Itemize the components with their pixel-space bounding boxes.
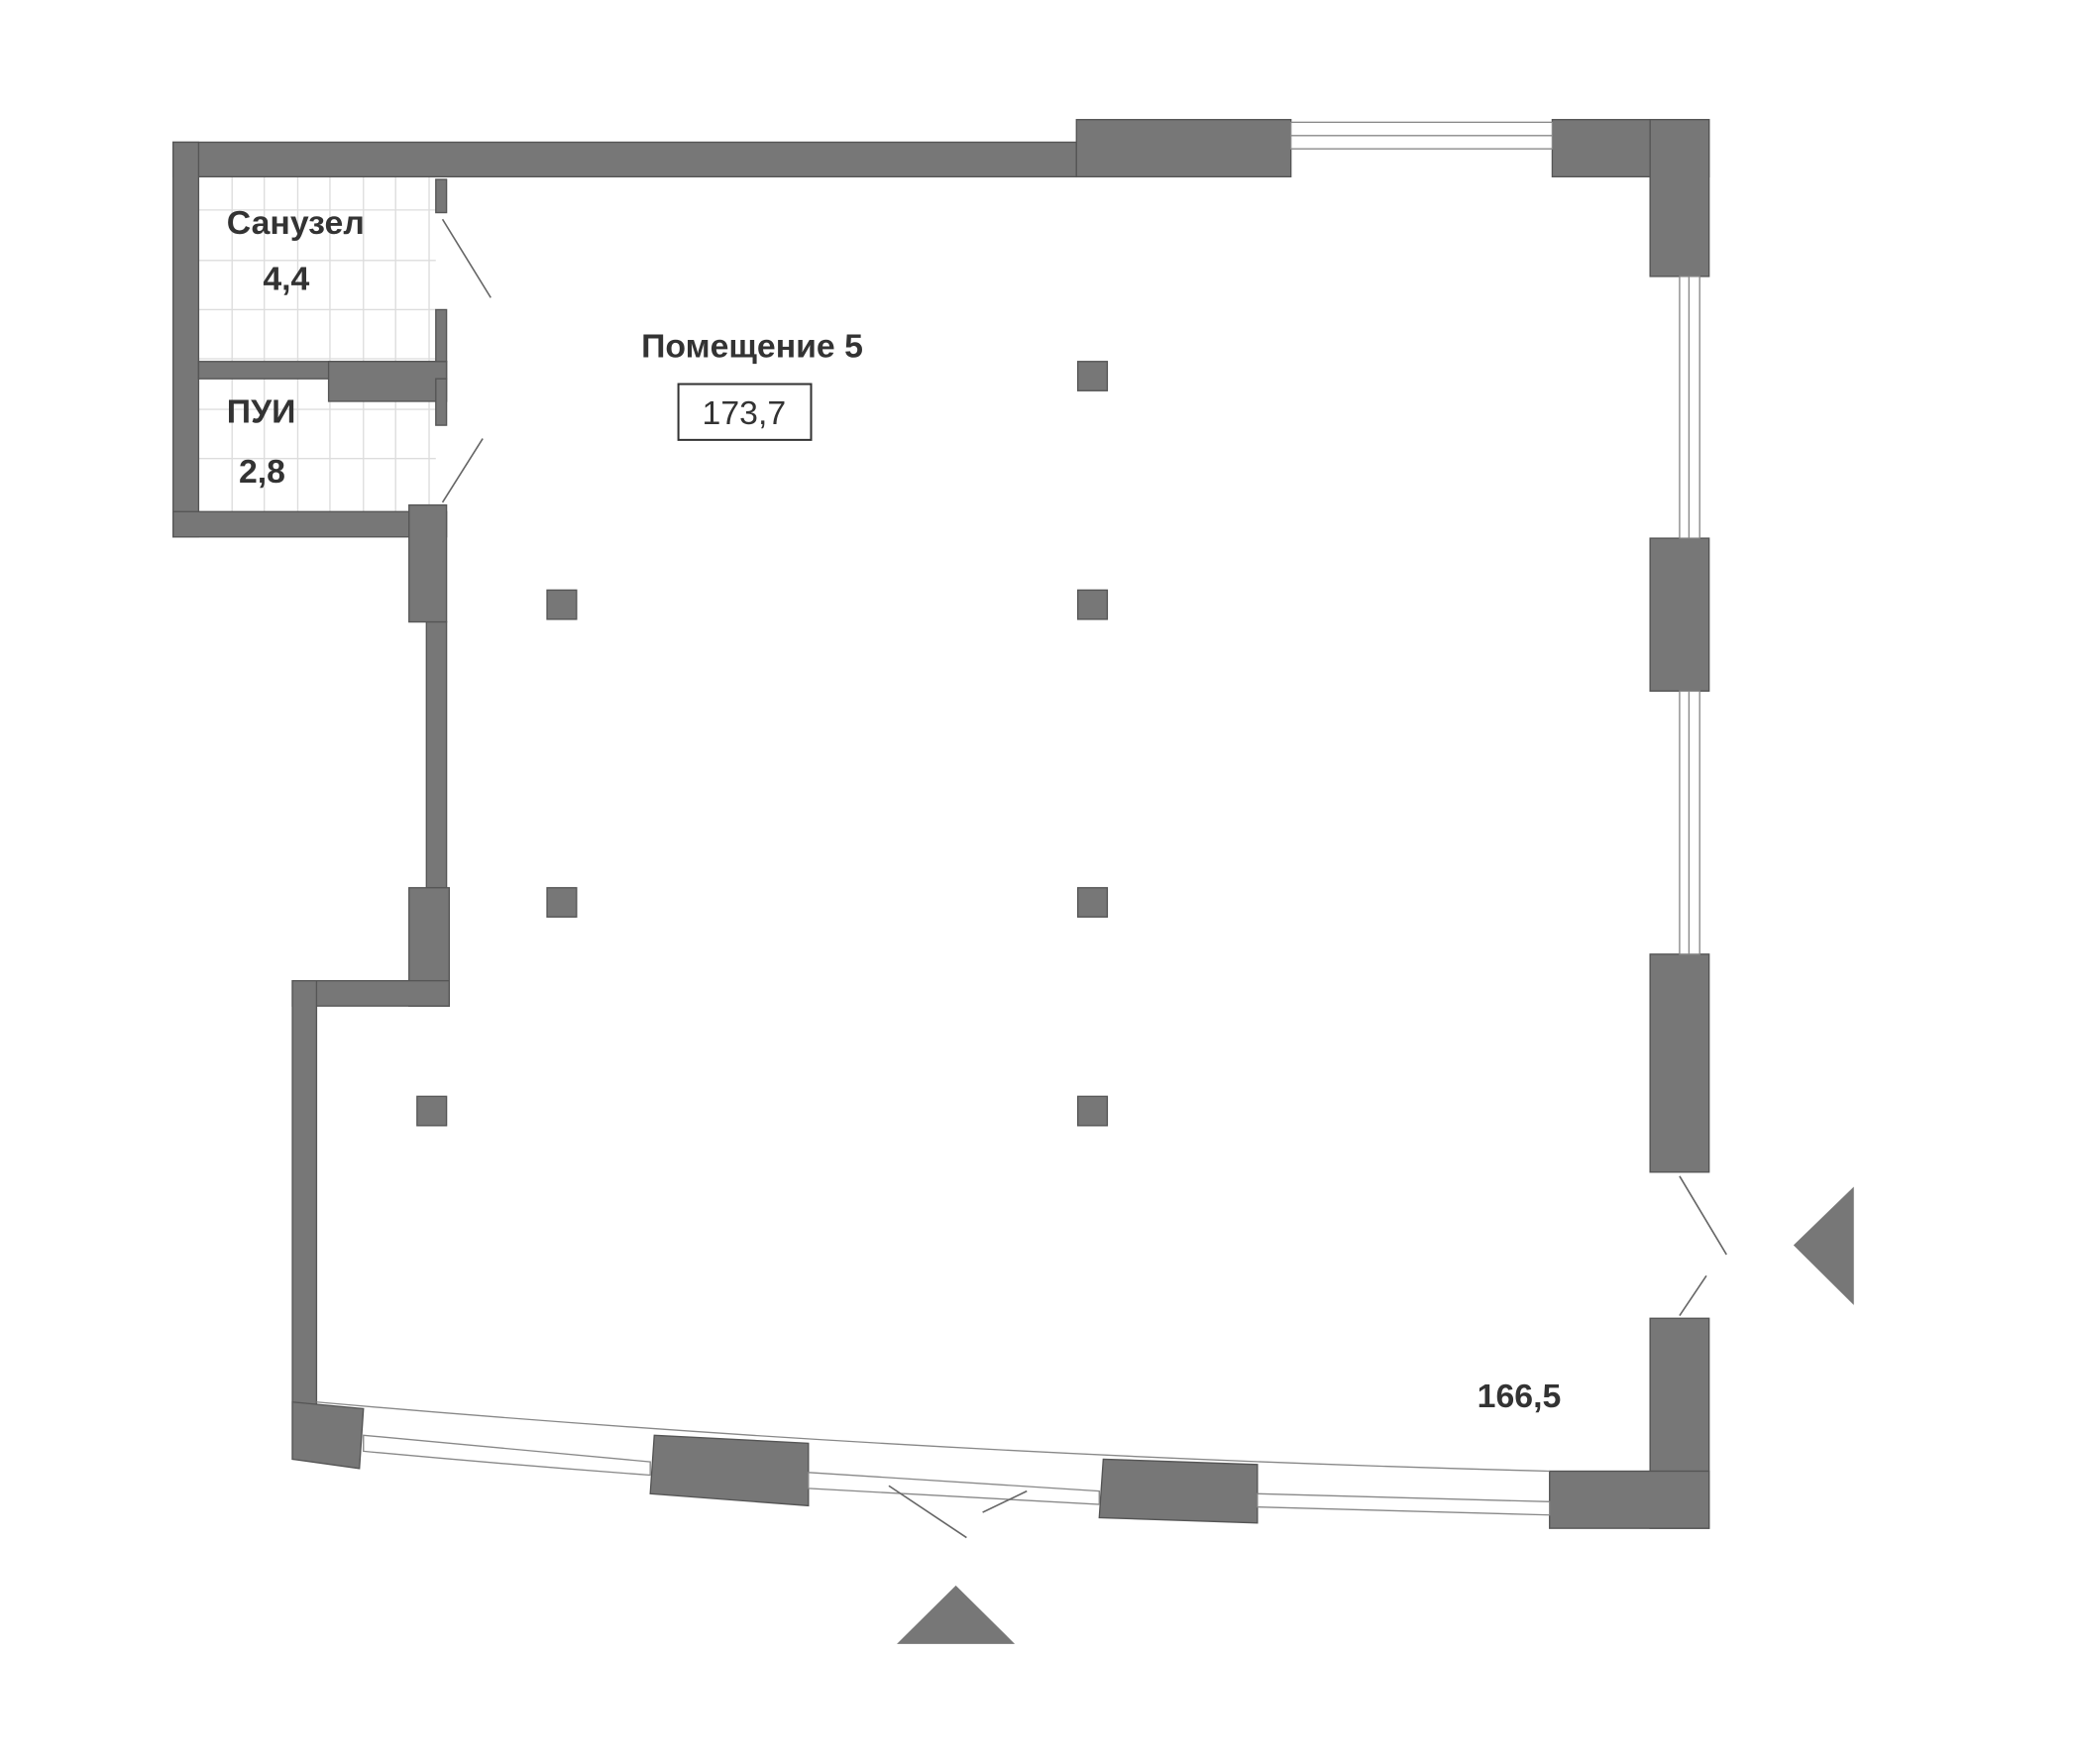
room-area-cleaning: 2,8 [239,454,285,491]
room-label-cleaning: ПУИ [227,394,296,431]
column [416,1095,448,1127]
walls [172,119,1710,1529]
column [1076,361,1109,391]
columns [416,361,1109,1127]
bathroom-tiles [198,176,436,512]
area-box [677,383,813,441]
entrance-arrow-right-icon [1793,1186,1854,1305]
column [1076,1095,1109,1127]
column [546,589,578,620]
doors [441,218,1727,1539]
room-label-bathroom: Санузел [227,205,365,242]
room-area-bathroom: 4,4 [263,261,309,297]
column [1076,887,1109,918]
room-area-main: 173,7 [703,395,787,432]
column [546,887,578,918]
entrance-arrow-bottom-icon [897,1585,1016,1644]
windows [316,121,1700,1516]
column [1076,589,1109,620]
secondary-area: 166,5 [1478,1378,1562,1415]
room-label-main: Помещение 5 [641,329,863,366]
